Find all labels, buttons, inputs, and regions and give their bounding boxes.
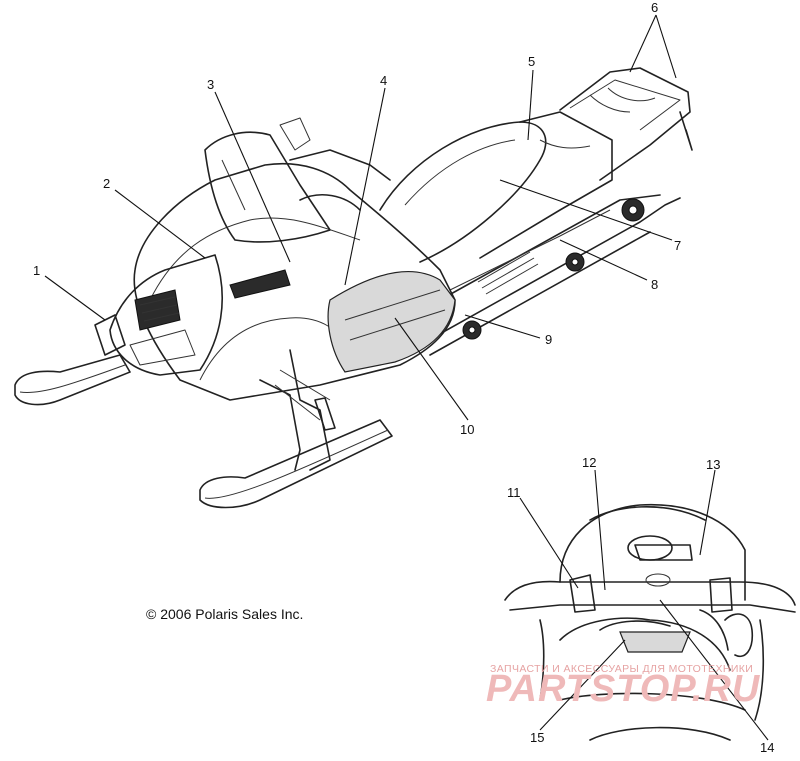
callout-labels: 1 2 3 4 5 6 7 8 9 10 11 12 13 14 15 xyxy=(33,0,774,755)
watermark-brand: PARTSTOP.RU xyxy=(486,668,761,710)
callout-14: 14 xyxy=(760,740,774,755)
callout-15: 15 xyxy=(530,730,544,745)
callout-9: 9 xyxy=(545,332,552,347)
callout-5: 5 xyxy=(528,54,535,69)
callout-4: 4 xyxy=(380,73,387,88)
callout-7: 7 xyxy=(674,238,681,253)
callout-3: 3 xyxy=(207,77,214,92)
callout-13: 13 xyxy=(706,457,720,472)
snowmobile-illustration xyxy=(14,67,693,509)
callout-6: 6 xyxy=(651,0,658,15)
leader-lines xyxy=(44,14,769,741)
callout-1: 1 xyxy=(33,263,40,278)
copyright-notice: © 2006 Polaris Sales Inc. xyxy=(146,606,304,622)
callout-8: 8 xyxy=(651,277,658,292)
callout-2: 2 xyxy=(103,176,110,191)
callout-10: 10 xyxy=(460,422,474,437)
callout-12: 12 xyxy=(582,455,596,470)
console-inset-illustration xyxy=(504,503,796,741)
watermark-tagline: ЗАПЧАСТИ И АКСЕССУАРЫ ДЛЯ МОТОТЕХНИКИ xyxy=(490,663,754,675)
callout-11: 11 xyxy=(507,485,521,500)
